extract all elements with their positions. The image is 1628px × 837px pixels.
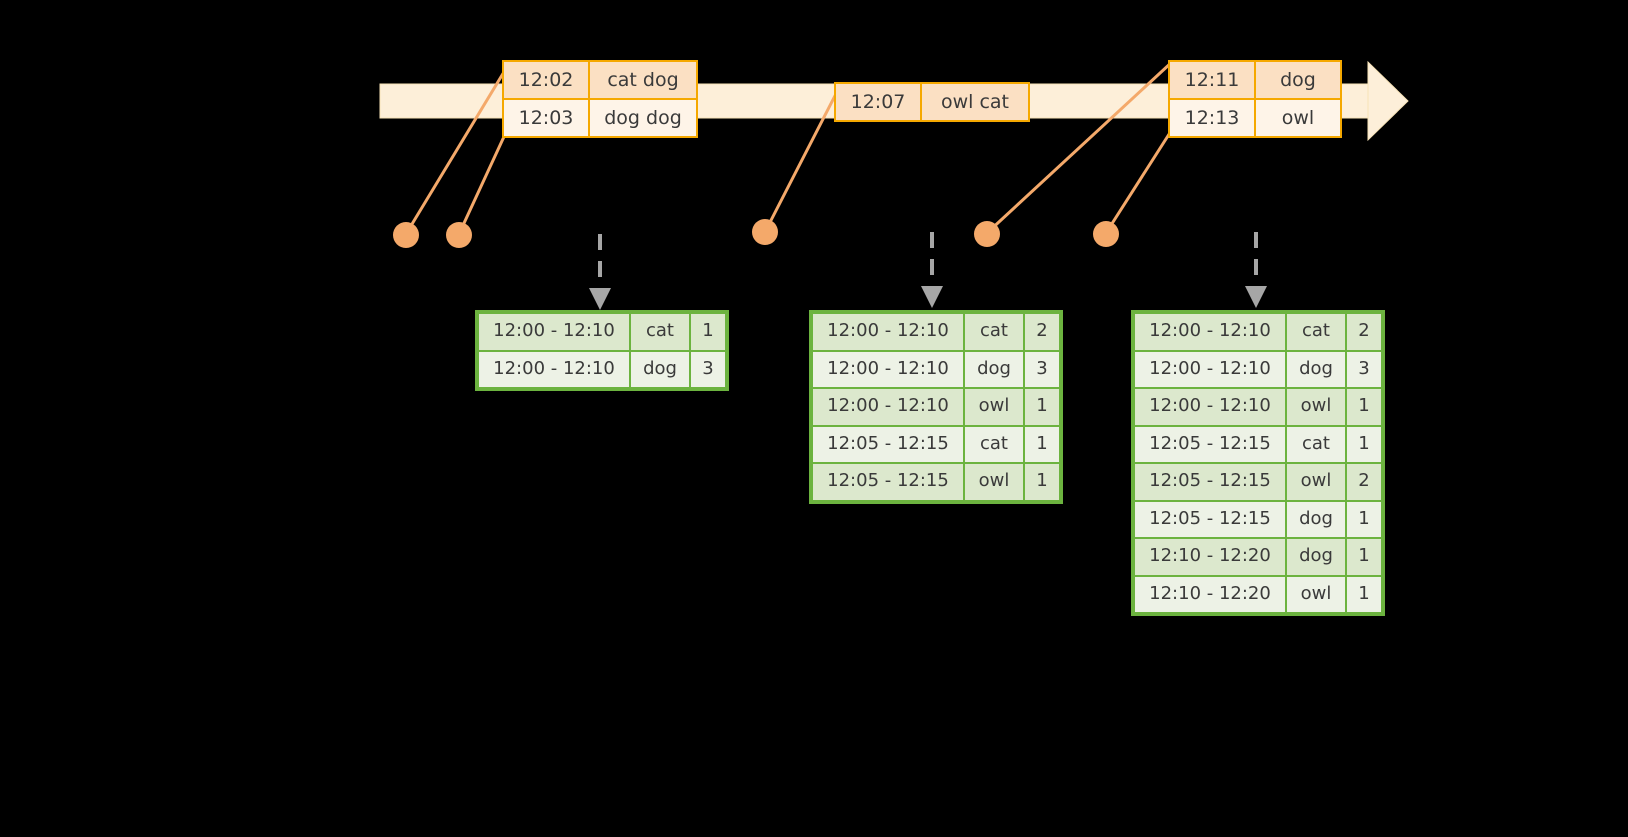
cell-word: cat [1286,313,1346,351]
event-time: 12:13 [1170,100,1256,136]
event-group-1[interactable]: 12:02 cat dog 12:03 dog dog [502,60,698,138]
dot-2 [446,222,472,248]
cell-count: 2 [1024,313,1060,351]
cell-window: 12:00 - 12:10 [1134,388,1286,426]
cell-window: 12:10 - 12:20 [1134,575,1286,613]
cell-window: 12:00 - 12:10 [812,350,964,388]
event-words: cat dog [607,69,679,91]
cell-count: 2 [1346,313,1382,351]
cell-word: dog [1286,538,1346,576]
event-row[interactable]: 12:03 dog dog [504,98,696,136]
cell-count: 3 [1346,350,1382,388]
cell-window: 12:05 - 12:15 [812,425,964,463]
cell-window: 12:00 - 12:10 [478,313,630,351]
connector-line-3 [763,84,842,234]
cell-count: 1 [1024,463,1060,501]
cell-count: 1 [1346,500,1382,538]
cell-word: dog [1286,500,1346,538]
event-time: 12:03 [504,100,590,136]
dot-1 [393,222,419,248]
cell-window: 12:05 - 12:15 [1134,500,1286,538]
cell-count: 2 [1346,463,1382,501]
event-group-2[interactable]: 12:07 owl cat [834,82,1030,122]
event-dots [393,219,1119,248]
event-time: 12:02 [504,62,590,98]
cell-count: 1 [690,313,726,351]
cell-window: 12:10 - 12:20 [1134,538,1286,576]
event-row[interactable]: 12:11 dog [1170,62,1340,98]
connector-line-2 [457,126,510,236]
cell-word: cat [630,313,690,351]
timeline-arrowhead [1367,60,1409,142]
event-row[interactable]: 12:13 owl [1170,98,1340,136]
cell-word: owl [1286,388,1346,426]
dot-4 [974,221,1000,247]
dot-3 [752,219,778,245]
cell-window: 12:00 - 12:10 [812,313,964,351]
cell-word: dog [964,350,1024,388]
cell-word: dog [630,350,690,388]
event-words: owl [1281,107,1315,129]
cell-word: owl [964,463,1024,501]
cell-count: 3 [690,350,726,388]
cell-count: 1 [1346,575,1382,613]
cell-word: owl [964,388,1024,426]
connector-line-5 [1104,126,1175,235]
event-words: dog [1280,69,1316,91]
cell-count: 1 [1346,538,1382,576]
cell-word: owl [1286,575,1346,613]
cell-window: 12:05 - 12:15 [1134,463,1286,501]
cell-word: cat [964,313,1024,351]
cell-word: cat [964,425,1024,463]
cell-word: owl [1286,463,1346,501]
emit-arrow-2 [921,232,943,308]
dot-5 [1093,221,1119,247]
event-time: 12:11 [1170,62,1256,98]
cell-window: 12:00 - 12:10 [812,388,964,426]
cell-window: 12:00 - 12:10 [478,350,630,388]
event-words: dog dog [604,107,682,129]
emit-arrow-1 [589,234,611,310]
event-row[interactable]: 12:02 cat dog [504,62,696,98]
event-row[interactable]: 12:07 owl cat [836,84,1028,120]
event-words: owl cat [940,91,1010,113]
cell-window: 12:00 - 12:10 [1134,313,1286,351]
cell-count: 1 [1346,388,1382,426]
connector-line-1 [404,60,512,236]
cell-count: 1 [1346,425,1382,463]
cell-window: 12:05 - 12:15 [812,463,964,501]
event-group-3[interactable]: 12:11 dog 12:13 owl [1168,60,1342,138]
cell-window: 12:00 - 12:10 [1134,350,1286,388]
cell-count: 1 [1024,388,1060,426]
emit-arrows [589,232,1267,310]
cell-window: 12:05 - 12:15 [1134,425,1286,463]
cell-count: 3 [1024,350,1060,388]
cell-word: dog [1286,350,1346,388]
emit-arrow-3 [1245,232,1267,308]
cell-word: cat [1286,425,1346,463]
cell-count: 1 [1024,425,1060,463]
event-time: 12:07 [836,84,922,120]
